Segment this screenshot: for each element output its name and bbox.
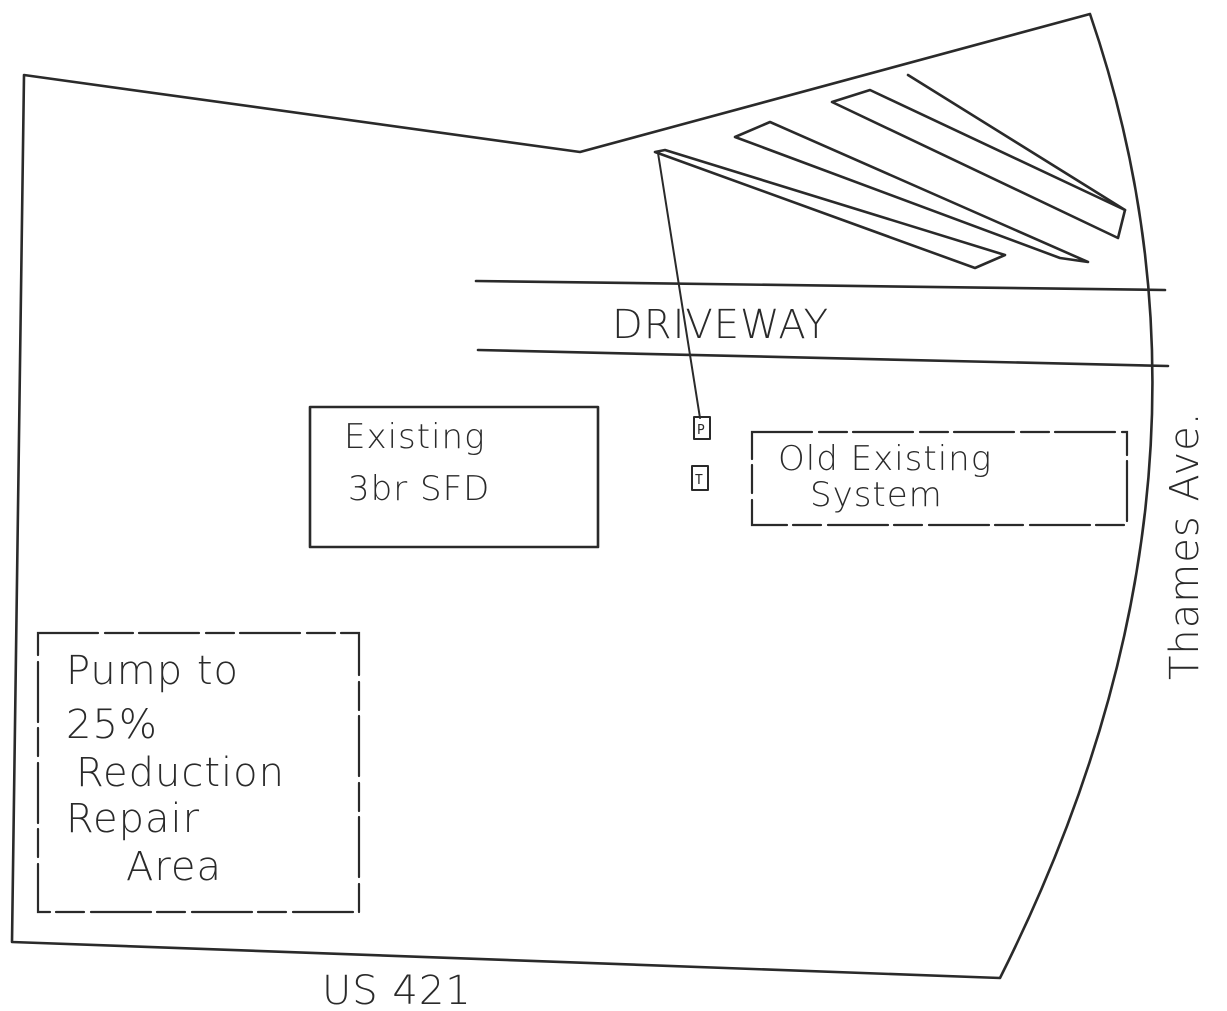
repair-label-line3: Reduction	[76, 750, 285, 796]
septic-tank	[691, 465, 709, 491]
old-system-label-line2: System	[810, 475, 943, 515]
drainfield-line-2	[733, 120, 1090, 264]
driveway-label: DRIVEWAY	[612, 302, 829, 348]
repair-area	[36, 631, 361, 914]
repair-label-line5: Area	[126, 844, 222, 890]
old-existing-system	[750, 430, 1129, 527]
house-label-line1: Existing	[344, 417, 486, 457]
existing-house	[308, 405, 600, 549]
drainfield-line-4	[906, 73, 1127, 212]
pump-tank	[693, 416, 711, 440]
house-label-line2: 3br SFD	[348, 469, 490, 509]
driveway-top-edge	[474, 279, 1167, 292]
repair-label-line4: Repair	[66, 796, 200, 842]
property-boundary	[10, 12, 1154, 980]
septic-tank-label: T	[695, 473, 704, 488]
pump-tank-label: P	[697, 423, 706, 438]
repair-label-line1: Pump to	[66, 648, 239, 694]
street-label-right: Thames Ave.	[1162, 412, 1208, 680]
supply-line	[657, 152, 701, 419]
repair-label-line2: 25%	[66, 702, 158, 748]
driveway-bottom-edge	[476, 348, 1170, 368]
street-label-bottom: US 421	[322, 968, 472, 1011]
drainfield-line-1	[653, 148, 1007, 270]
old-system-label-line1: Old Existing	[778, 439, 992, 479]
